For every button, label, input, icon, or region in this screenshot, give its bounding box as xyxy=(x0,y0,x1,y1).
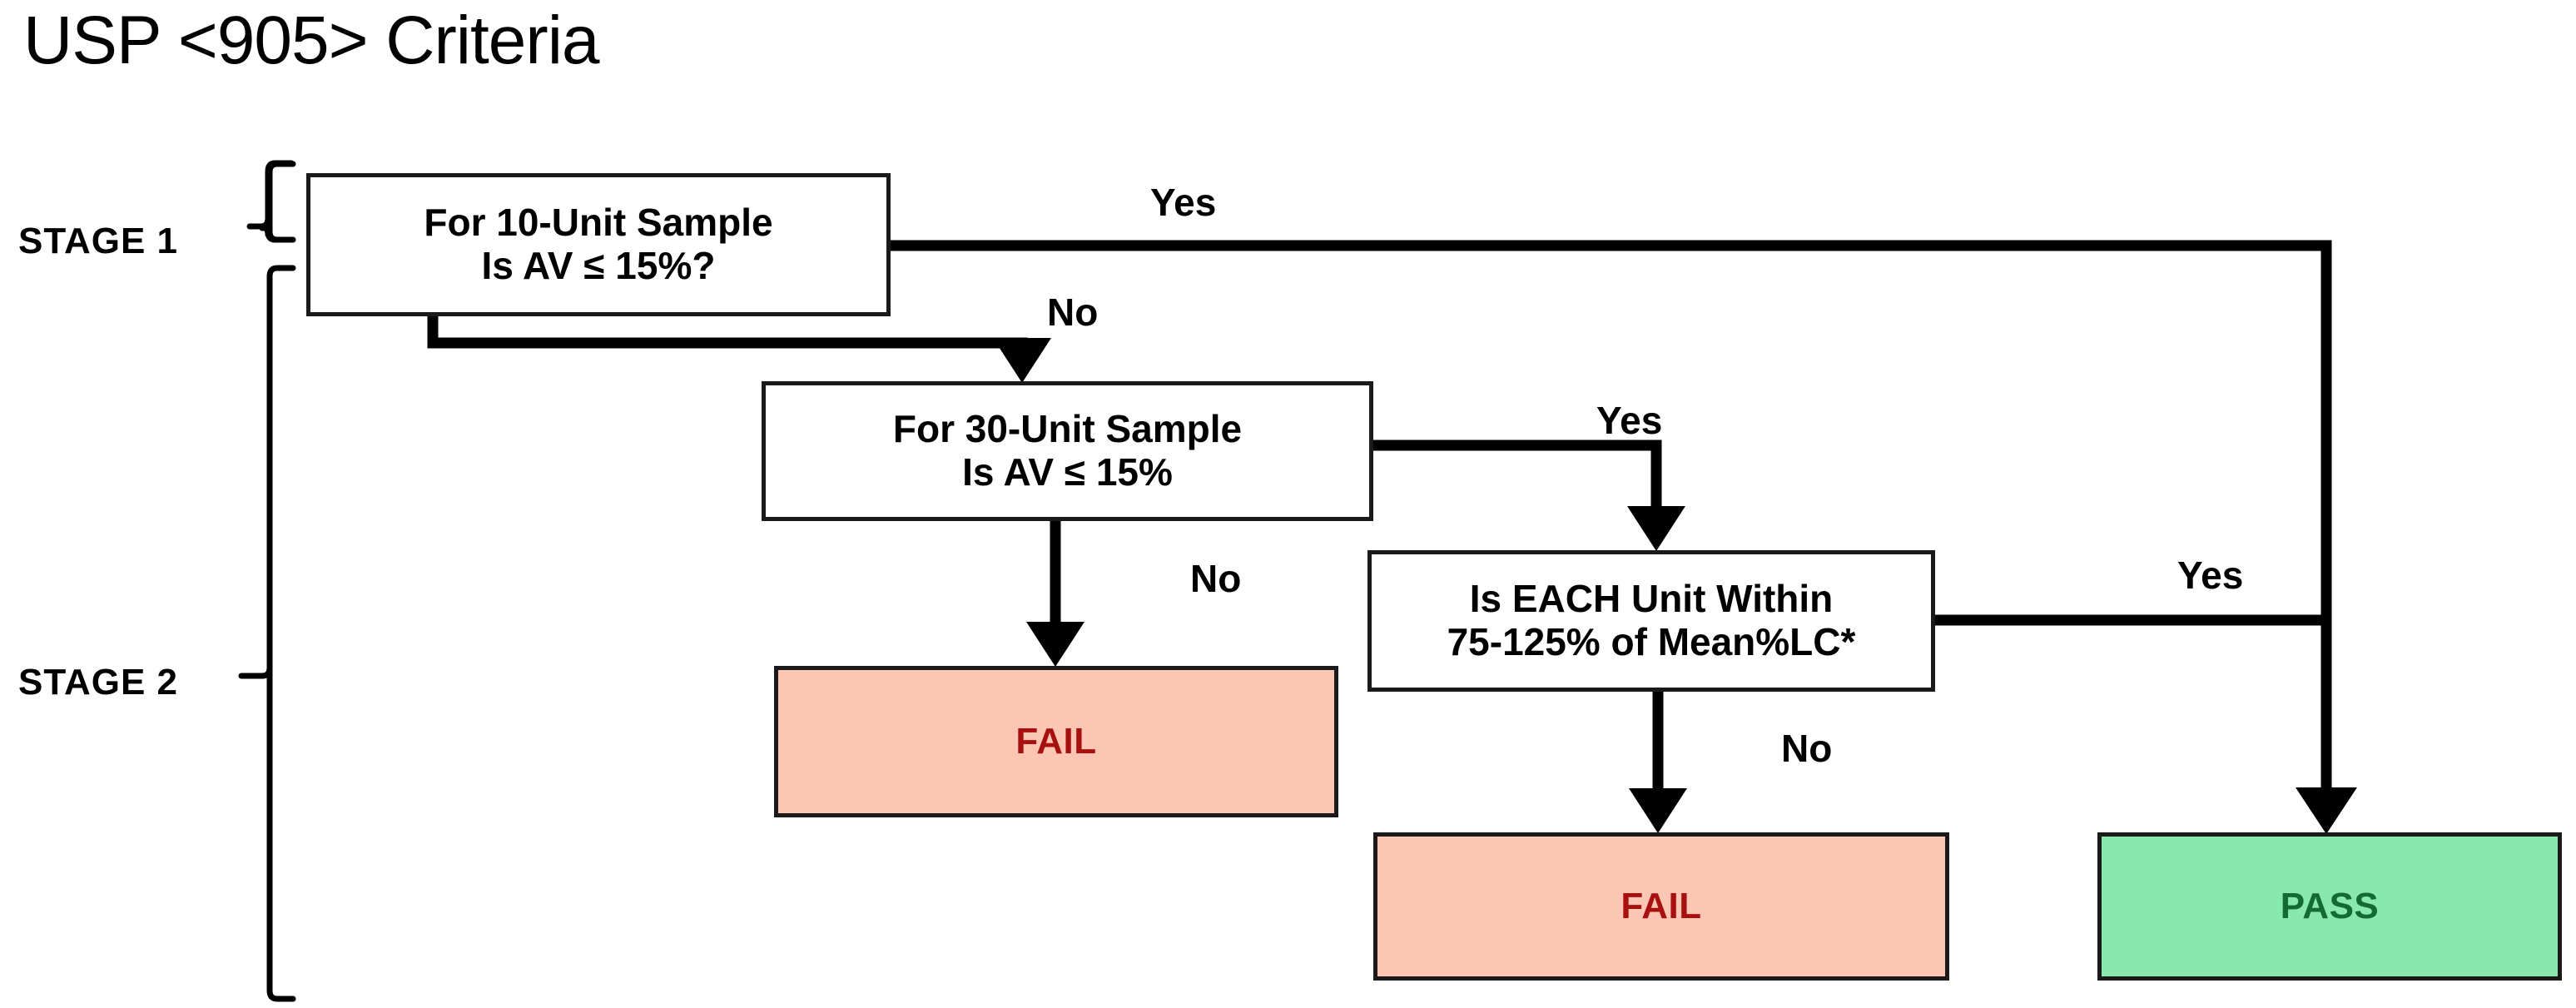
fail-label: FAIL xyxy=(1621,886,1702,927)
edge-label-yes-each: Yes xyxy=(2177,554,2244,597)
node-text-line-2: Is AV ≤ 15% xyxy=(962,450,1173,494)
edge-stage2-no xyxy=(1026,521,1085,667)
edge-stage1-no xyxy=(427,316,1051,383)
edge-label-no-each: No xyxy=(1781,727,1833,770)
pass-outcome[interactable]: PASS xyxy=(2097,832,2562,981)
node-text-line-2: Is AV ≤ 15%? xyxy=(481,244,716,287)
pass-label: PASS xyxy=(2280,886,2380,927)
edge-stage2-yes xyxy=(1373,439,1685,551)
each-unit-within-range-decision[interactable]: Is EACH Unit Within 75-125% of Mean%LC* xyxy=(1367,550,1935,692)
node-text-line-2: 75-125% of Mean%LC* xyxy=(1447,620,1856,663)
for-30-unit-sample-decision[interactable]: For 30-Unit Sample Is AV ≤ 15% xyxy=(762,381,1373,521)
arrowhead-to-30-unit xyxy=(993,338,1051,383)
arrowhead-to-each-unit xyxy=(1627,506,1685,551)
stage-2-bracket xyxy=(238,265,296,1002)
for-10-unit-sample-decision[interactable]: For 10-Unit Sample Is AV ≤ 15%? xyxy=(306,173,891,316)
fail-label: FAIL xyxy=(1015,721,1097,762)
edge-each-no xyxy=(1629,692,1687,833)
arrowhead-to-fail-1 xyxy=(1026,622,1085,667)
stage-2-label: STAGE 2 xyxy=(18,662,179,703)
node-text-line-1: Is EACH Unit Within xyxy=(1469,577,1834,621)
node-text-line-1: For 10-Unit Sample xyxy=(424,201,773,245)
arrowhead-to-pass xyxy=(2296,787,2357,834)
stage-1-label: STAGE 1 xyxy=(18,221,179,261)
edge-label-yes-stage1: Yes xyxy=(1150,181,1217,224)
fail-outcome-each-unit[interactable]: FAIL xyxy=(1373,832,1949,981)
page-title: USP <905> Criteria xyxy=(23,2,600,78)
edge-label-yes-stage2: Yes xyxy=(1596,399,1663,442)
node-text-line-1: For 30-Unit Sample xyxy=(892,407,1243,451)
arrowhead-to-fail-2 xyxy=(1629,788,1687,833)
fail-outcome-30-unit-av[interactable]: FAIL xyxy=(774,666,1338,817)
stage-1-bracket xyxy=(246,160,296,243)
edge-label-no-stage1: No xyxy=(1047,290,1099,334)
edge-label-no-stage2: No xyxy=(1190,557,1242,600)
